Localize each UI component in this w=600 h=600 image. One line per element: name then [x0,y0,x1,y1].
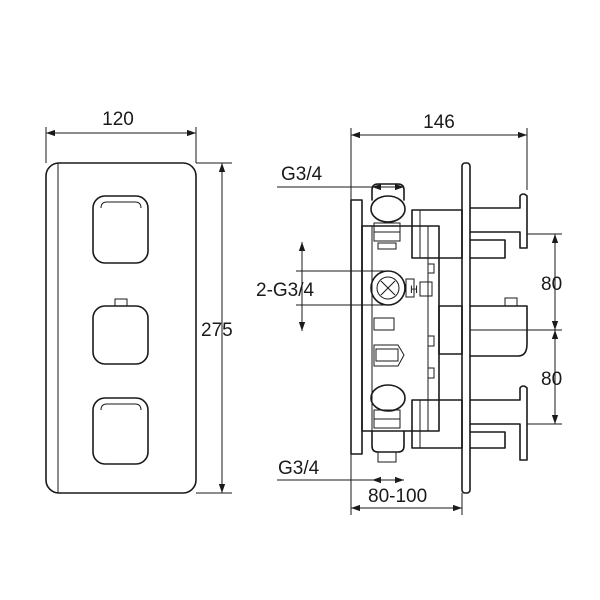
spacing-top-label: 80 [541,274,562,295]
bottom-outlet-label: G3/4 [278,458,320,479]
width-label: 120 [102,109,134,130]
faceplate-outline [45,162,197,494]
middle-knob [92,298,149,365]
bottom-knob [92,397,149,465]
install-depth-dimension: 80-100 [350,454,463,515]
top-inlet-dimension: G3/4 [277,164,404,191]
top-inlet-label: G3/4 [281,164,323,185]
depth-label: 146 [423,112,455,133]
faceplate-profile [461,162,471,494]
mounting-plate [350,199,363,455]
valve-body [361,183,440,463]
middle-stem [438,305,463,355]
bottom-handle [469,385,528,461]
hot-mark: H [410,284,418,296]
bottom-stem [411,399,463,449]
height-label: 275 [201,320,233,341]
width-dimension: 120 [45,109,197,163]
spacing-dimension: 80 80 [527,233,562,425]
top-stem [411,209,463,259]
install-depth-label: 80-100 [368,486,427,507]
top-handle [469,193,528,259]
middle-port-label: 2-G3/4 [256,280,315,301]
front-view: 120 275 [45,109,233,494]
side-view: 146 [256,112,562,515]
top-knob [92,195,149,264]
height-dimension: 275 [196,162,233,494]
bottom-outlet-dimension: G3/4 [277,458,404,484]
spacing-bottom-label: 80 [541,369,562,390]
middle-port-dimension: 2-G3/4 [256,242,388,331]
middle-handle [469,297,528,357]
